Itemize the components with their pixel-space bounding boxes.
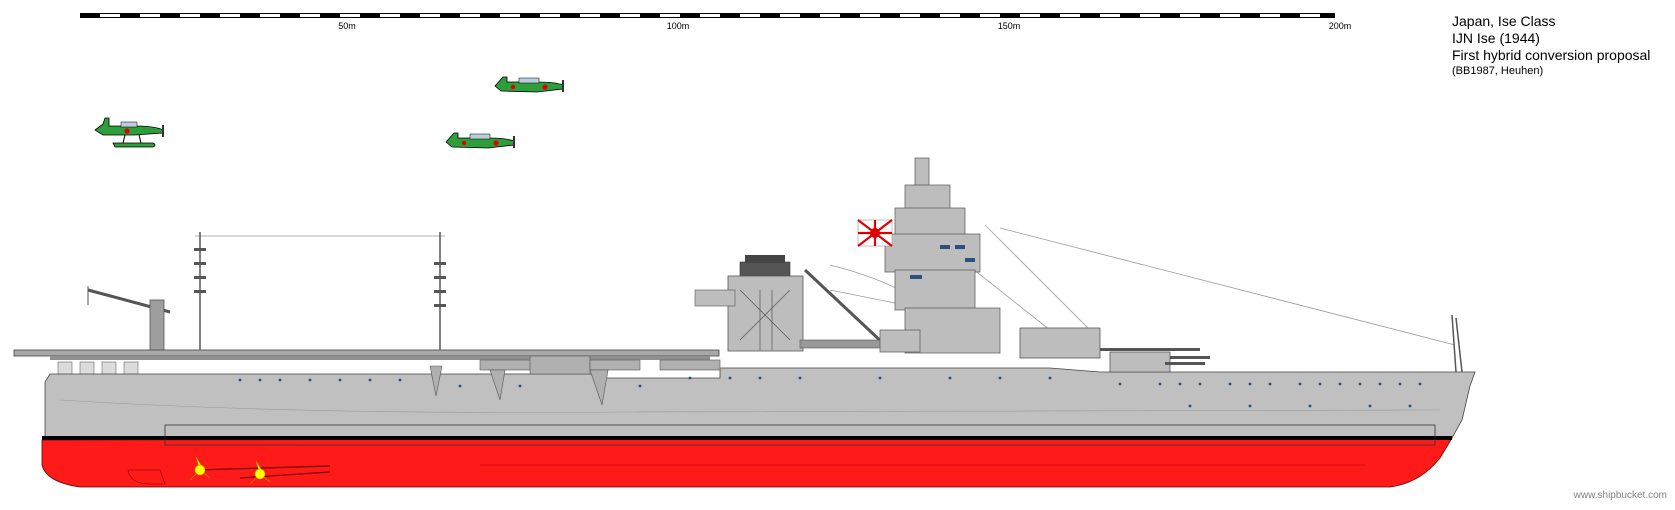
flight-deck — [13, 349, 720, 377]
scale-label-100m: 100m — [666, 21, 690, 31]
scale-bar — [80, 13, 1335, 18]
floatplane-icon — [94, 117, 164, 148]
scale-label-150m: 150m — [997, 21, 1021, 31]
scale-label-200m: 200m — [1328, 21, 1352, 31]
propeller-icon — [189, 456, 271, 485]
portholes — [238, 376, 1422, 408]
hull — [41, 367, 1476, 488]
rudder-and-shafts — [127, 465, 331, 485]
rigging — [195, 224, 1456, 346]
watermark: www.shipbucket.com — [1573, 490, 1667, 501]
ship-credits: (BB1987, Heuhen) — [1452, 65, 1544, 77]
main-turret — [1019, 327, 1210, 373]
ship-description: First hybrid conversion proposal — [1452, 47, 1651, 63]
ship-name: IJN Ise (1944) — [1452, 30, 1540, 46]
dive-bomber-icon — [494, 76, 564, 93]
ship-nation-class: Japan, Ise Class — [1452, 13, 1556, 29]
scale-label-50m: 50m — [338, 21, 356, 31]
crane — [87, 286, 171, 353]
title-block: Japan, Ise Class IJN Ise (1944) First hy… — [1452, 13, 1650, 79]
pagoda-superstructure — [879, 157, 1001, 354]
sponsons — [429, 355, 721, 406]
rising-sun-flag-icon — [857, 219, 893, 247]
funnel — [694, 255, 804, 352]
mast-yards — [194, 248, 446, 307]
pagoda-windows — [910, 245, 975, 279]
dive-bomber-icon — [445, 132, 515, 149]
